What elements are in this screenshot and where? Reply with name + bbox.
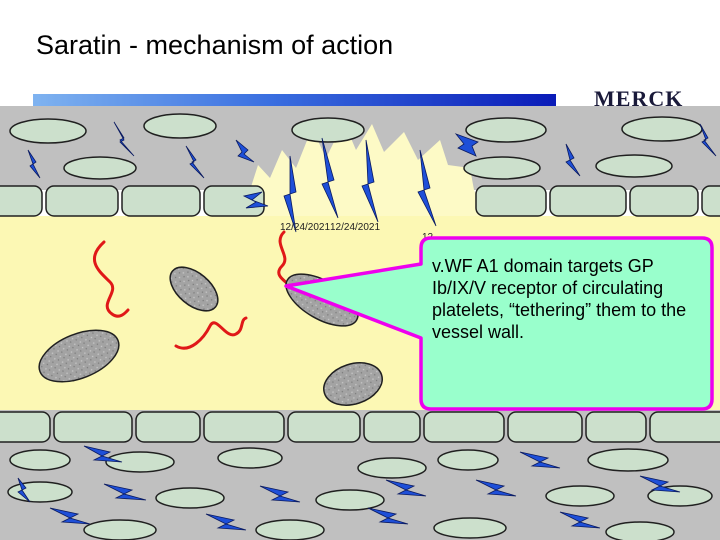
lightning-bolt-icon xyxy=(17,477,31,503)
lightning-bolt-icon xyxy=(367,507,409,525)
lightning-bolt-icon xyxy=(103,483,147,501)
date-label: 12/24/2021 xyxy=(280,222,330,233)
lightning-bolt-icon xyxy=(454,133,479,157)
lightning-bolt-icon xyxy=(385,479,427,497)
lightning-bolt-icon xyxy=(565,143,581,177)
lightning-bolt-icon xyxy=(235,139,255,163)
lightning-bolt-icon xyxy=(699,123,717,157)
lightning-bolt-icon xyxy=(519,451,561,469)
upper-tissue-cells xyxy=(9,113,703,180)
date-label: 12/24/2021 xyxy=(330,222,380,233)
vwf-fiber-icon xyxy=(174,316,248,350)
slide-title: Saratin - mechanism of action xyxy=(36,30,394,60)
lightning-bolt-icon xyxy=(242,191,269,209)
platelet-icon xyxy=(323,362,383,406)
lightning-bolt-icon xyxy=(49,507,91,525)
lightning-bolt-icon xyxy=(83,445,123,463)
lightning-bolt-icon xyxy=(559,511,601,529)
lightning-bolt-icon xyxy=(113,121,135,157)
platelet-icon xyxy=(169,266,219,312)
injury-site xyxy=(246,122,486,216)
lower-tissue-cells xyxy=(7,447,713,540)
lightning-bolt-icon xyxy=(27,149,41,179)
callout-balloon xyxy=(284,236,714,411)
lightning-bolt-icon xyxy=(475,479,517,497)
lightning-bolt-icon xyxy=(283,155,297,233)
title-underline-bar xyxy=(33,94,556,106)
callout-text: v.WF A1 domain targets GP Ib/IX/V recept… xyxy=(432,256,687,342)
lightning-bolt-icon xyxy=(417,149,437,227)
lower-endothelial-row xyxy=(0,411,720,443)
upper-endothelial-row xyxy=(0,185,720,217)
lightning-bolt-icon xyxy=(205,513,247,531)
platelet-icon xyxy=(38,329,120,383)
vwf-fiber-icon xyxy=(92,240,130,318)
lightning-bolt-icon xyxy=(259,485,301,503)
lightning-bolt-icon xyxy=(361,139,379,223)
lightning-bolt-icon xyxy=(639,475,681,493)
lightning-bolt-icon xyxy=(321,137,339,219)
lightning-bolt-icon xyxy=(185,145,205,179)
